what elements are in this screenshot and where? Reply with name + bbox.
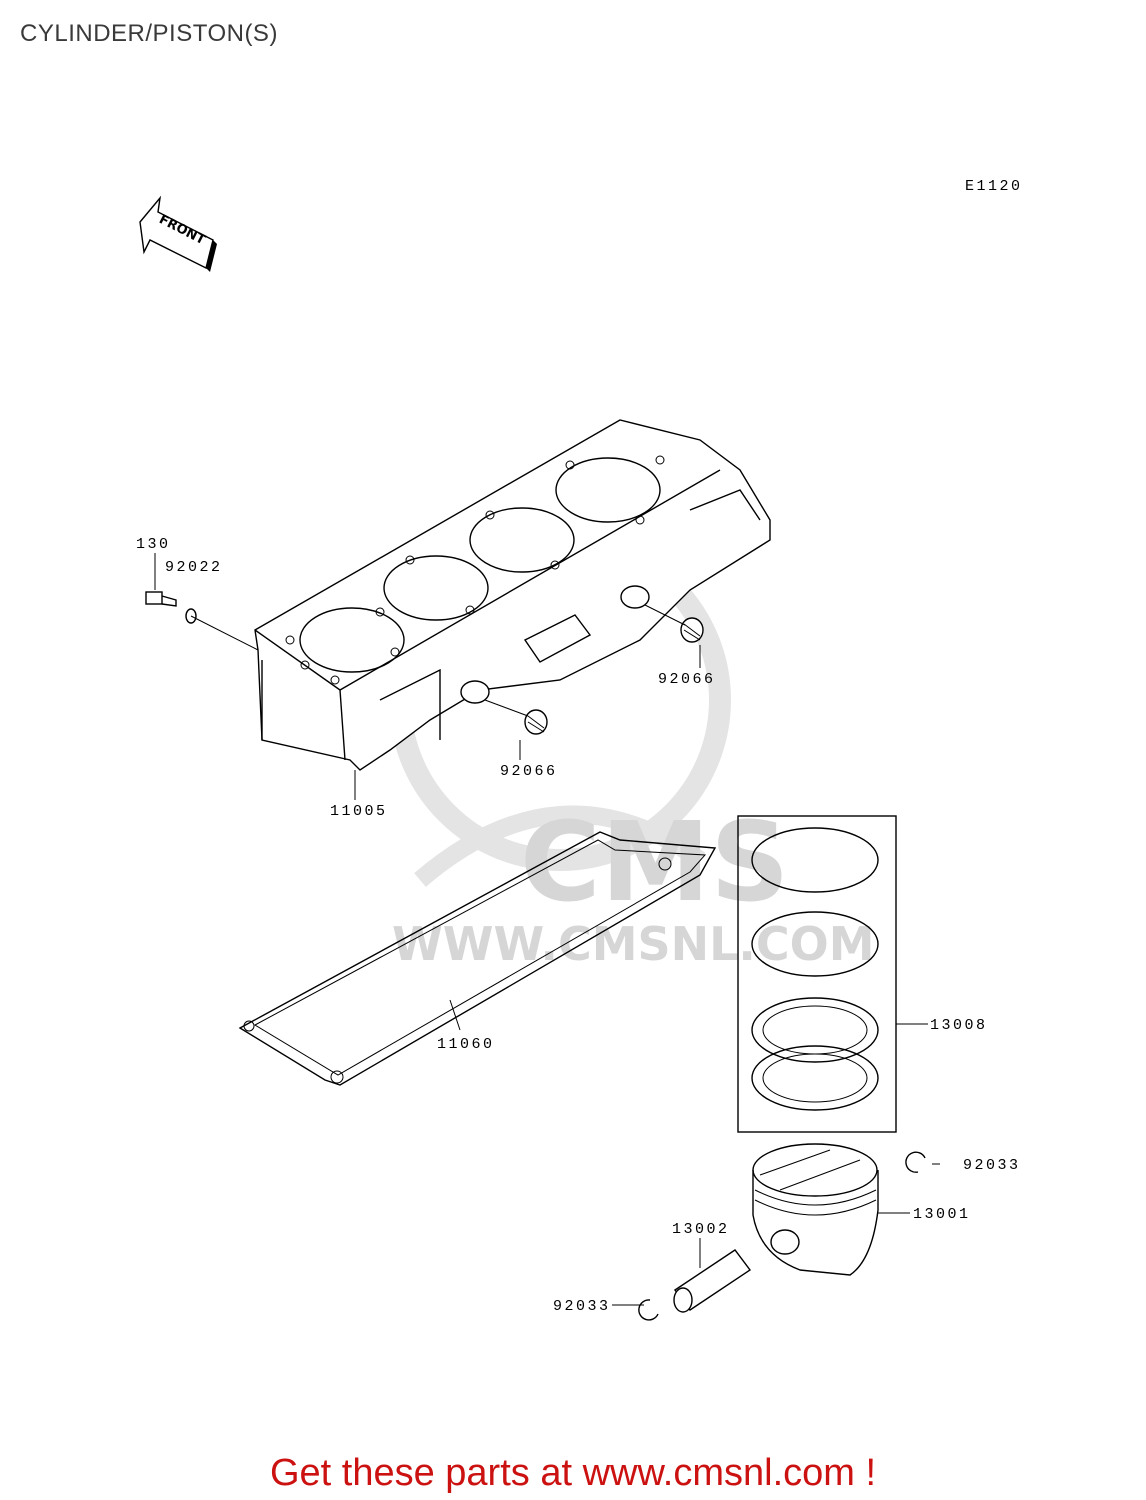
plug-92066-left: [524, 709, 548, 735]
base-gasket: [238, 831, 717, 1086]
part-label-92033-upper: 92033: [963, 1157, 1021, 1174]
front-arrow-icon: FRONT: [139, 195, 217, 272]
page-title: CYLINDER/PISTON(S): [20, 20, 278, 47]
cylinder-block: [254, 419, 771, 771]
watermark-url: WWW.CMSNL.COM: [392, 917, 875, 971]
diagram-code: E1120: [965, 178, 1023, 195]
footer-link[interactable]: Get these parts at www.cmsnl.com !: [269, 1452, 877, 1494]
piston-pin: [673, 1249, 752, 1313]
part-label-11005: 11005: [330, 803, 388, 820]
part-label-11060: 11060: [437, 1036, 495, 1053]
circlip-92033-lower: [638, 1299, 659, 1321]
plug-92066-right: [680, 617, 704, 643]
piston-ring-set: [737, 815, 897, 1133]
piston: [752, 1143, 879, 1276]
part-label-92066-right: 92066: [658, 671, 716, 688]
part-label-92066-left: 92066: [500, 763, 558, 780]
part-label-13002: 13002: [672, 1221, 730, 1238]
part-label-92033-lower: 92033: [553, 1298, 611, 1315]
bolt-130: [145, 591, 177, 607]
part-label-92022: 92022: [165, 559, 223, 576]
circlip-92033-upper: [905, 1151, 926, 1173]
part-label-13001: 13001: [913, 1206, 971, 1223]
watermark-brand: CMS: [520, 798, 789, 926]
part-label-130: 130: [136, 536, 171, 553]
part-label-13008: 13008: [930, 1017, 988, 1034]
